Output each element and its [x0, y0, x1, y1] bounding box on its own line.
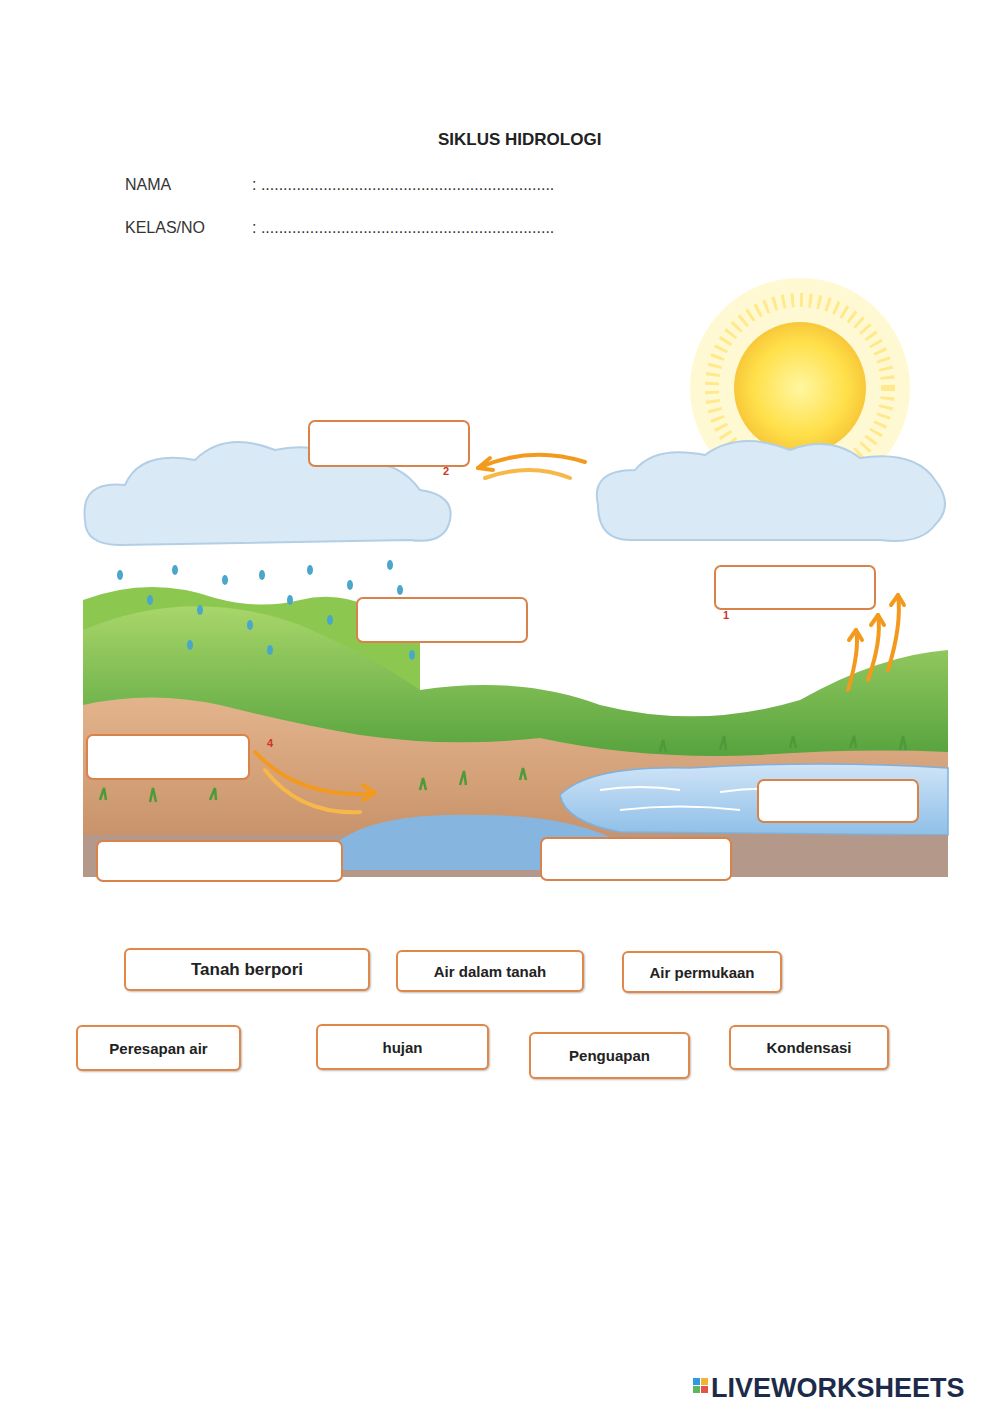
answer-chip: Tanah berpori [124, 948, 370, 991]
answer-chip: Penguapan [529, 1032, 690, 1079]
answer-chip: Kondensasi [729, 1025, 889, 1070]
cloud [597, 441, 945, 541]
chip-text: Tanah berpori [191, 960, 303, 980]
drop [287, 595, 293, 605]
arrow-head [849, 630, 862, 640]
answer-blank [357, 598, 527, 642]
chip-text: hujan [383, 1039, 423, 1056]
drop [259, 570, 265, 580]
answer-chip: Air permukaan [622, 951, 782, 993]
answer-blank [758, 780, 918, 822]
callout-number: 4 [267, 737, 273, 749]
drop [222, 575, 228, 585]
drop [187, 640, 193, 650]
answer-chip: Peresapan air [76, 1025, 241, 1071]
icon-square [693, 1386, 700, 1393]
drop [409, 650, 415, 660]
chip-text: Air dalam tanah [434, 963, 547, 980]
field-label: KELAS/NO [125, 219, 205, 237]
arrow-head [478, 458, 493, 470]
drop [247, 620, 253, 630]
answer-line: : ......................................… [252, 219, 554, 237]
lake [560, 764, 948, 835]
answer-blank [715, 566, 875, 609]
arrow-head [871, 615, 884, 625]
drop [397, 585, 403, 595]
answer-blank [541, 838, 731, 880]
icon-square [693, 1378, 700, 1385]
drop [117, 570, 123, 580]
process-arrows [255, 455, 904, 812]
drop [307, 565, 313, 575]
callout-number: 2 [443, 465, 449, 477]
landscape [83, 587, 948, 877]
answer-blank [309, 421, 469, 466]
icon-square [701, 1386, 708, 1393]
infiltration-arrow [265, 770, 360, 812]
drop [387, 560, 393, 570]
drop [147, 595, 153, 605]
drop [347, 580, 353, 590]
watermark: LIVEWORKSHEETS [711, 1374, 965, 1404]
answer-chip: hujan [316, 1024, 489, 1070]
chip-text: Penguapan [569, 1047, 650, 1064]
condensation-arrow [478, 455, 585, 468]
watermark-icon [693, 1378, 708, 1393]
sun-disc [734, 322, 866, 454]
icon-square [701, 1378, 708, 1385]
answer-blanks [87, 421, 918, 881]
arrow-head [891, 595, 904, 605]
infiltration-arrow [255, 752, 375, 794]
callout-number: 1 [723, 609, 729, 621]
drop [197, 605, 203, 615]
arrow-head [363, 785, 375, 800]
drop [172, 565, 178, 575]
answer-chip: Air dalam tanah [396, 950, 584, 992]
worksheet-title: SIKLUS HIDROLOGI [438, 131, 601, 150]
chip-text: Air permukaan [649, 964, 754, 981]
condensation-arrow [485, 470, 570, 478]
drop [267, 645, 273, 655]
drop [327, 615, 333, 625]
chip-text: Kondensasi [766, 1039, 851, 1056]
chip-text: Peresapan air [109, 1040, 207, 1057]
answer-line: : ......................................… [252, 176, 554, 194]
answer-blank [97, 841, 342, 881]
answer-blank [87, 735, 249, 779]
clouds [85, 441, 946, 545]
field-label: NAMA [125, 176, 171, 194]
